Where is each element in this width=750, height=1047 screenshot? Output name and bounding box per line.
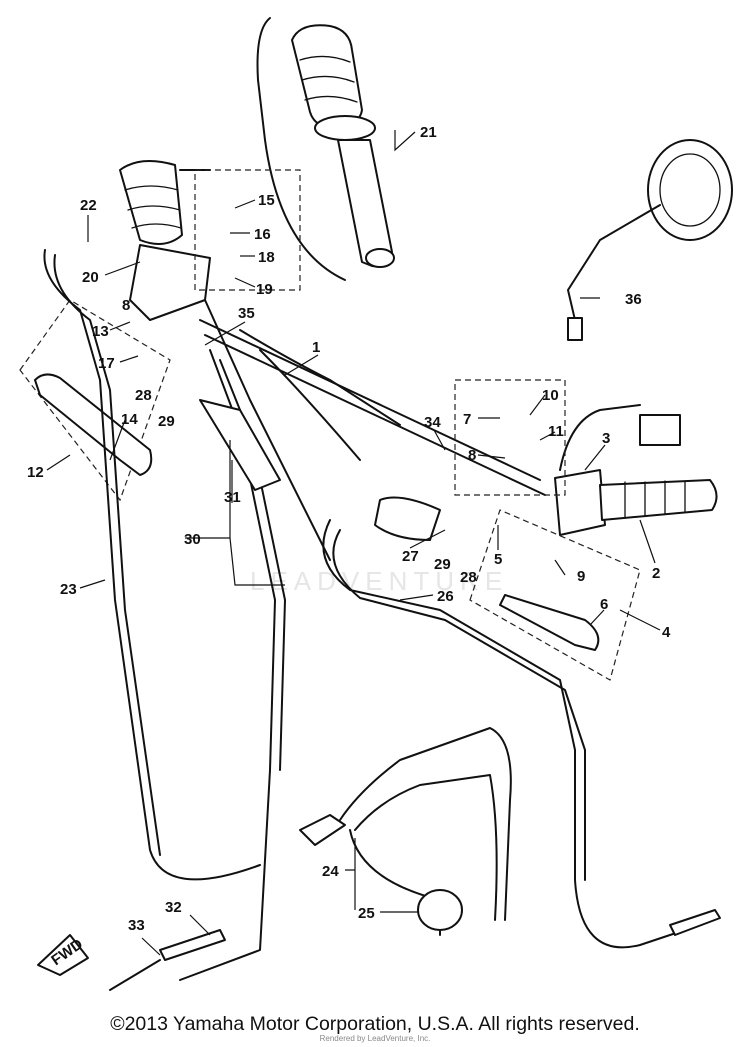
callout-28-left: 28 <box>135 387 152 404</box>
callout-8-right: 8 <box>468 447 476 464</box>
callout-13: 13 <box>92 323 109 340</box>
callout-31: 31 <box>224 489 241 506</box>
callout-9: 9 <box>577 568 585 585</box>
callout-35: 35 <box>238 305 255 322</box>
callout-19: 19 <box>256 281 273 298</box>
rendered-by-credit: Rendered by LeadVenture, Inc. <box>319 1034 431 1043</box>
right-lever-parts-frame <box>454 379 566 496</box>
callout-14: 14 <box>121 411 138 428</box>
callout-27: 27 <box>402 548 419 565</box>
left-switch-parts-frame <box>194 169 301 291</box>
callout-25: 25 <box>358 905 375 922</box>
callout-30: 30 <box>184 531 201 548</box>
left-grip-assembly <box>119 160 331 561</box>
mirror <box>567 139 733 341</box>
callout-17: 17 <box>98 355 115 372</box>
callout-6: 6 <box>600 596 608 613</box>
callout-34: 34 <box>424 414 441 431</box>
callout-21: 21 <box>420 124 437 141</box>
watermark-text: LEADVENTURE <box>250 566 508 596</box>
callout-33: 33 <box>128 917 145 934</box>
callout-8-left: 8 <box>122 297 130 314</box>
callout-20: 20 <box>82 269 99 286</box>
callout-24: 24 <box>322 863 339 880</box>
callout-18: 18 <box>258 249 275 266</box>
callout-29-left: 29 <box>158 413 175 430</box>
callout-15: 15 <box>258 192 275 209</box>
leader-lines <box>46 130 661 956</box>
callout-22: 22 <box>80 197 97 214</box>
callout-32: 32 <box>165 899 182 916</box>
callout-numbers: 1 2 3 4 5 6 7 8 9 10 11 12 13 14 15 16 1… <box>27 124 671 934</box>
callout-23: 23 <box>60 581 77 598</box>
callout-10: 10 <box>542 387 559 404</box>
cables <box>43 249 721 991</box>
callout-36: 36 <box>625 291 642 308</box>
callout-7: 7 <box>463 411 471 428</box>
fwd-arrow: FWD <box>37 934 89 976</box>
callout-16: 16 <box>254 226 271 243</box>
callout-2: 2 <box>652 565 660 582</box>
left-clutch-lever <box>19 299 171 502</box>
callout-4: 4 <box>662 624 671 641</box>
callout-3: 3 <box>602 430 610 447</box>
callout-11: 11 <box>548 423 564 440</box>
callout-29: 29 <box>434 556 451 573</box>
right-brake-lever <box>469 509 641 681</box>
callout-1: 1 <box>312 339 320 356</box>
right-grip-assembly <box>554 404 718 536</box>
callout-5: 5 <box>494 551 502 568</box>
inset-grip-detail <box>256 17 395 281</box>
callout-28: 28 <box>460 569 477 586</box>
callout-26: 26 <box>437 588 454 605</box>
copyright-notice: ©2013 Yamaha Motor Corporation, U.S.A. A… <box>110 1013 640 1035</box>
handlebar <box>199 319 546 496</box>
callout-12: 12 <box>27 464 44 481</box>
